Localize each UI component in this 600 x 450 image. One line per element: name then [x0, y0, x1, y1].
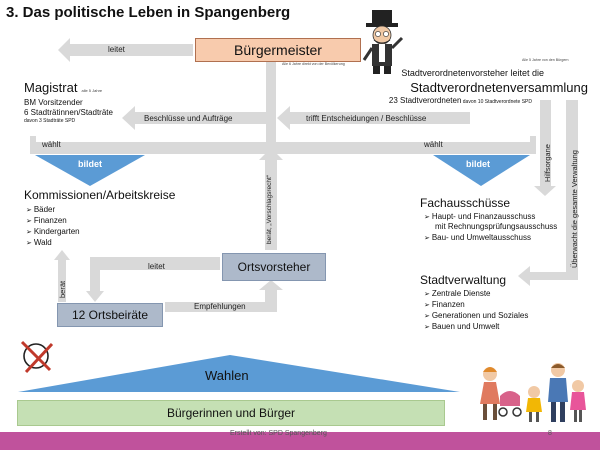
- label-beschluesse: Beschlüsse und Aufträge: [144, 114, 233, 123]
- arrow-trifft: [277, 106, 470, 130]
- page-title: 3. Das politische Leben in Spangenberg: [6, 4, 291, 21]
- label-bildet-right: bildet: [466, 159, 490, 169]
- stadtverwaltung-item: Bauen und Umwelt: [424, 322, 500, 331]
- arrow-waehlt: [30, 136, 536, 154]
- buerger-box: Bürgerinnen und Bürger: [17, 400, 445, 426]
- arrow-beraet-vorschlag: [259, 148, 283, 250]
- fachausschuesse-title: Fachausschüsse: [420, 196, 511, 210]
- fachausschuesse-item: Haupt- und Finanzausschuss: [424, 212, 536, 221]
- arrow-vertical-bm: [266, 62, 276, 148]
- fachausschuesse-item: Bau- und Umweltausschuss: [424, 233, 531, 242]
- label-beraet-left: berät: [58, 280, 67, 298]
- arrow-leitet-top: [58, 38, 193, 62]
- magistrat-line1: BM Vorsitzender: [24, 98, 83, 107]
- label-bildet-left: bildet: [78, 159, 102, 169]
- stvv-line1: Stadtverordnetenvorsteher leitet die: [401, 68, 544, 78]
- kommissionen-item: Wald: [26, 238, 52, 247]
- magistrat-line3: davon 3 Stadträte SPD: [24, 118, 76, 124]
- arrow-beschluesse: [122, 106, 268, 130]
- label-leitet-mid: leitet: [148, 262, 165, 271]
- bildet-triangle-right: [433, 155, 530, 186]
- ortsvorsteher-box: Ortsvorsteher: [222, 253, 326, 281]
- kommissionen-item: Finanzen: [26, 216, 67, 225]
- label-hilfsorgane: Hilfsorgane: [543, 144, 552, 182]
- wahlperiode-note: Alle 5 Jahre von den Bürgern: [522, 58, 569, 62]
- label-leitet-top: leitet: [108, 45, 125, 54]
- magistrat-line2: 6 Stadträtinnen/Stadträte: [24, 108, 113, 117]
- stadtverwaltung-item: Zentrale Dienste: [424, 289, 491, 298]
- wahlen-label: Wahlen: [205, 368, 249, 383]
- mayor-cartoon-icon: [362, 10, 404, 74]
- kommissionen-title: Kommissionen/Arbeitskreise: [24, 188, 176, 202]
- label-empfehlungen: Empfehlungen: [194, 302, 246, 311]
- stadtverwaltung-item: Generationen und Soziales: [424, 311, 529, 320]
- stvv-line3: 23 Stadtverordneten davon 10 Stadtverord…: [388, 96, 532, 105]
- label-waehlt-right: wählt: [424, 140, 443, 149]
- stadtverwaltung-item: Finanzen: [424, 300, 465, 309]
- footer-bar: [0, 432, 600, 450]
- kommissionen-item: Kindergarten: [26, 227, 80, 236]
- buergermeister-box: Bürgermeister: [195, 38, 361, 62]
- arrow-hilfsorgane: [534, 100, 556, 196]
- bildet-triangle-left: [35, 155, 145, 186]
- label-beraet-vorschlag: berät, „Vorschlagsrecht“: [266, 174, 273, 244]
- page-number: 8: [548, 430, 552, 437]
- ballot-cross-icon: [23, 343, 49, 369]
- arrow-beraet-left: [54, 250, 70, 302]
- stvv-title: Stadtverordnetenversammlung: [410, 80, 588, 95]
- label-ueberwacht: Überwacht die gesamte Verwaltung: [570, 150, 579, 268]
- buergermeister-note: Alle 6 Jahre direkt von der Bevölkerung: [282, 62, 345, 66]
- label-waehlt-left: wählt: [42, 140, 61, 149]
- ortsbeiraete-box: 12 Ortsbeiräte: [57, 303, 163, 327]
- kommissionen-item: Bäder: [26, 205, 55, 214]
- arrow-ueberwacht: [518, 100, 578, 286]
- arrow-empfehlungen: [165, 280, 283, 312]
- stadtverwaltung-title: Stadtverwaltung: [420, 273, 507, 287]
- label-trifft: trifft Entscheidungen / Beschlüsse: [306, 114, 427, 123]
- family-cartoon-icon: [480, 363, 586, 422]
- footer-credit: Erstellt von: SPD Spangenberg: [230, 430, 327, 437]
- fachausschuesse-item-cont: mit Rechnungsprüfungsausschuss: [435, 222, 558, 231]
- wahlen-shape: [18, 355, 460, 392]
